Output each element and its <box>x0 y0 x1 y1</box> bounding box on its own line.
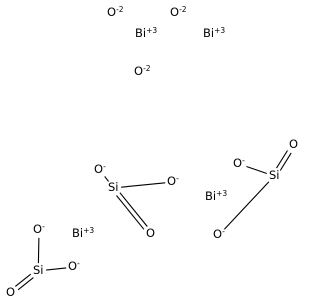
element-symbol: O <box>33 222 42 236</box>
double-bond-line <box>279 152 292 171</box>
element-symbol: O <box>68 259 77 273</box>
element-symbol: O <box>146 226 155 240</box>
element-symbol: O <box>167 174 176 188</box>
element-symbol: O <box>170 5 179 19</box>
bismuth-ion: Bi+3 <box>205 189 227 203</box>
oxide-ion: O-2 <box>107 5 124 19</box>
element-symbol: Si <box>269 168 280 182</box>
element-symbol: O <box>134 64 143 78</box>
svg-text:O: O <box>6 285 15 299</box>
oxygen-atom: O <box>289 137 298 151</box>
silicon-atom: Si <box>108 180 119 194</box>
svg-text:O-: O- <box>167 174 179 188</box>
element-symbol: O <box>94 162 103 176</box>
single-bond-line <box>37 237 40 264</box>
svg-text:O-2: O-2 <box>134 64 151 78</box>
double-bond-line <box>276 150 288 169</box>
element-symbol: O <box>289 137 298 151</box>
double-bond-line <box>14 273 32 287</box>
element-symbol: O <box>6 285 15 299</box>
oxygen-atom: O- <box>68 259 80 273</box>
charge-label: +3 <box>216 189 227 198</box>
single-bond-line <box>46 267 67 271</box>
charge-label: -2 <box>143 64 151 73</box>
single-bond-line <box>104 176 110 182</box>
oxygen-atom: O <box>6 285 15 299</box>
charge-label: - <box>222 227 225 236</box>
charge-label: -2 <box>179 5 187 14</box>
oxygen-atom: O- <box>33 222 45 236</box>
charge-label: - <box>103 162 106 171</box>
svg-text:Si: Si <box>269 168 280 182</box>
bismuth-ion: Bi+3 <box>72 226 94 240</box>
svg-text:O-: O- <box>68 259 80 273</box>
oxide-ion: O-2 <box>170 5 187 19</box>
charge-label: +3 <box>83 226 94 235</box>
element-symbol: O <box>213 227 222 241</box>
single-bond-line <box>121 182 166 188</box>
svg-text:O-2: O-2 <box>107 5 124 19</box>
oxygen-atom: O- <box>94 162 106 176</box>
element-symbol: Bi <box>135 26 146 40</box>
oxygen-atom: O- <box>167 174 179 188</box>
silicon-atom: Si <box>269 168 280 182</box>
silicon-atom: Si <box>33 263 44 277</box>
double-bond-line <box>17 277 34 291</box>
charge-label: - <box>242 156 245 165</box>
svg-text:Si: Si <box>108 180 119 194</box>
charge-label: - <box>176 174 179 183</box>
svg-text:O-2: O-2 <box>170 5 187 19</box>
single-bond-line <box>246 165 267 175</box>
svg-text:Bi+3: Bi+3 <box>72 226 94 240</box>
single-bond-line <box>223 181 270 230</box>
element-symbol: Bi <box>203 26 214 40</box>
element-symbol: Bi <box>205 189 216 203</box>
double-bond-line <box>119 192 148 227</box>
charge-label: - <box>77 259 80 268</box>
svg-text:Bi+3: Bi+3 <box>205 189 227 203</box>
charge-label: +3 <box>214 26 225 35</box>
element-symbol: O <box>107 5 116 19</box>
svg-text:O-: O- <box>213 227 225 241</box>
svg-text:O-: O- <box>233 156 245 170</box>
svg-text:Bi+3: Bi+3 <box>135 26 157 40</box>
svg-text:O-: O- <box>33 222 45 236</box>
charge-label: +3 <box>146 26 157 35</box>
oxygen-atom: O- <box>233 156 245 170</box>
bismuth-ion: Bi+3 <box>135 26 157 40</box>
svg-text:Si: Si <box>33 263 44 277</box>
element-symbol: Si <box>33 263 44 277</box>
oxide-ion: O-2 <box>134 64 151 78</box>
svg-text:O: O <box>289 137 298 151</box>
bismuth-ion: Bi+3 <box>203 26 225 40</box>
charge-label: - <box>42 222 45 231</box>
charge-label: -2 <box>116 5 124 14</box>
element-symbol: Si <box>108 180 119 194</box>
oxygen-atom: O <box>146 226 155 240</box>
double-bond-line <box>116 195 145 230</box>
oxygen-atom: O- <box>213 227 225 241</box>
element-symbol: O <box>233 156 242 170</box>
svg-text:Bi+3: Bi+3 <box>203 26 225 40</box>
svg-text:O: O <box>146 226 155 240</box>
svg-text:O-: O- <box>94 162 106 176</box>
element-symbol: Bi <box>72 226 83 240</box>
